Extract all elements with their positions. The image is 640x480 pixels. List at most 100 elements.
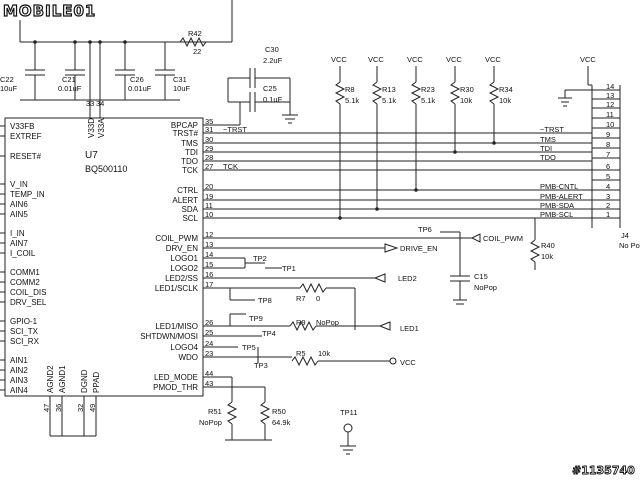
right-pin-number: 20 (205, 182, 213, 191)
j4-pin-number: 14 (606, 82, 614, 91)
pullup-value: 5.1k (382, 96, 396, 105)
right-pin-number: 19 (205, 192, 213, 201)
r51-ref: R51 (208, 407, 222, 416)
c26-value: 0.01uF (128, 84, 152, 93)
c30-value: 2.2uF (263, 56, 283, 65)
right-pin-number: 24 (205, 339, 213, 348)
right-pin-label: PMOD_THR (153, 383, 198, 392)
c26-ref: C26 (130, 75, 144, 84)
right-pin-label: LOGO4 (170, 343, 198, 352)
net-led2: LED2 (398, 274, 417, 283)
j4-value: No Po (619, 241, 640, 250)
left-pin-label: AIN4 (10, 386, 28, 395)
c15-value: NoPop (474, 283, 497, 292)
j4-signal-label: PMB-CNTL (540, 182, 578, 191)
c31-value: 10uF (173, 84, 191, 93)
pullup-ref: R30 (460, 85, 474, 94)
j4-pin-number: 13 (606, 91, 614, 100)
pullup-ref: R34 (499, 85, 513, 94)
right-pin-label: LOGO1 (170, 254, 198, 263)
r9-ref: R9 (296, 318, 306, 327)
right-pin-label: COIL_PWM (155, 234, 198, 243)
left-pin-label: COIL_DIS (10, 288, 46, 297)
right-pin-number: 35 (205, 117, 213, 126)
left-pin-label: AIN5 (10, 210, 28, 219)
left-pin-label: V33FB (10, 122, 34, 131)
watermark-id: #1135740 (572, 464, 635, 477)
net-vcc-r5: VCC (400, 358, 416, 367)
j4-pin-number: 2 (606, 201, 610, 210)
bottom-pin-label: DGND (80, 369, 89, 393)
j4-ref: J4 (621, 231, 629, 240)
bottom-pin-number: 36 (54, 404, 63, 412)
right-pin-label: TMS (181, 139, 198, 148)
c21-value: 0.01uF (58, 84, 82, 93)
right-pin-number: 26 (205, 318, 213, 327)
vcc-label: VCC (368, 55, 384, 64)
j4-pin-number: 5 (606, 172, 610, 181)
c30-ref: C30 (265, 45, 279, 54)
right-pin-label: LED2/SS (165, 274, 198, 283)
c21-ref: C21 (62, 75, 76, 84)
pullup-value: 5.1k (421, 96, 435, 105)
right-pin-number: 10 (205, 210, 213, 219)
chip-u7 (4, 117, 204, 397)
right-pin-label: DRV_EN (166, 244, 199, 253)
r40-ref: R40 (541, 241, 555, 250)
right-pin-number: 23 (205, 349, 213, 358)
r50-ref: R50 (272, 407, 286, 416)
right-pin-label: SHTDWN/MOSI (140, 332, 198, 341)
right-pin-label: ALERT (172, 196, 198, 205)
right-pin-number: 15 (205, 260, 213, 269)
j4-signal-label: TDI (540, 144, 552, 153)
j4-pin-number: 8 (606, 140, 610, 149)
right-pin-number: 13 (205, 240, 213, 249)
right-pin-number: 16 (205, 270, 213, 279)
net-drive-en: DRIVE_EN (400, 244, 438, 253)
j4-signal-label: ~TRST (540, 125, 564, 134)
c25-ref: C25 (263, 84, 277, 93)
bottom-pin-label: PPAD (92, 372, 101, 393)
right-pin-number: 12 (205, 230, 213, 239)
right-pin-number: 27 (205, 162, 213, 171)
right-pin-number: 28 (205, 153, 213, 162)
r40-value: 10k (541, 252, 553, 261)
left-pin-label: DRV_SEL (10, 298, 47, 307)
tp11-label: TP11 (340, 408, 357, 417)
bottom-pin-number: 32 (76, 404, 85, 412)
left-pin-label: COMM2 (10, 278, 40, 287)
net-tck-label: TCK (223, 162, 238, 171)
j4-signal-label: TDO (540, 153, 556, 162)
c25-value: 0.1uF (263, 95, 283, 104)
pin34: 34 (96, 99, 104, 108)
right-pin-label: LOGO2 (170, 264, 198, 273)
right-pin-number: 30 (205, 135, 213, 144)
j4-pin-number: 11 (606, 110, 614, 119)
left-pin-label: I_IN (10, 229, 25, 238)
j4-pin-number: 9 (606, 130, 610, 139)
tp2-label: TP2 (253, 254, 267, 263)
tp3-label: TP3 (254, 361, 268, 370)
vcc-label: VCC (446, 55, 462, 64)
j4-pin-number: 12 (606, 100, 614, 109)
left-pin-label: AIN2 (10, 366, 28, 375)
j4-signal-label: PMB-SDA (540, 201, 574, 210)
left-pin-label: TEMP_IN (10, 190, 45, 199)
c31-ref: C31 (173, 75, 187, 84)
right-pin-label: TRST# (173, 129, 199, 138)
right-pin-label: LED1/MISO (155, 322, 198, 331)
bottom-pin-label: AGND1 (58, 365, 67, 393)
r50-value: 64.9k (272, 418, 291, 427)
left-pin-label: AIN3 (10, 376, 28, 385)
j4-pin-number: 4 (606, 182, 610, 191)
right-pin-number: 31 (205, 125, 213, 134)
left-pin-label: SCI_TX (10, 327, 39, 336)
left-pin-label: V_IN (10, 180, 28, 189)
j4-signal-label: TMS (540, 135, 556, 144)
pullup-value: 10k (499, 96, 511, 105)
top-pin-v33d: V33D (87, 118, 96, 138)
r5-value: 10k (318, 349, 330, 358)
